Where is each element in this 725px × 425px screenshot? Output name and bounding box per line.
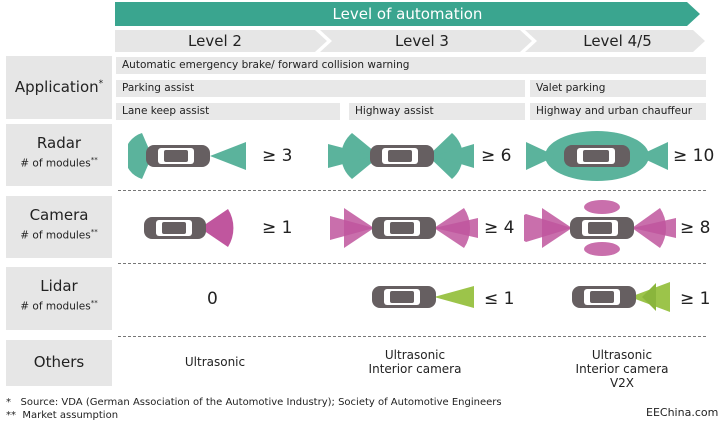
radar-front-long-beam bbox=[638, 142, 668, 170]
radar-front-beam bbox=[210, 142, 246, 170]
lidar-level3-count: ≤ 1 bbox=[484, 289, 515, 309]
radar-label-box: Radar # of modules** bbox=[6, 124, 112, 186]
others-label-box: Others bbox=[6, 340, 112, 386]
radar-level45-count: ≥ 10 bbox=[673, 146, 715, 166]
radar-rear-long-beam bbox=[526, 142, 556, 170]
radar-level45-graphic bbox=[526, 131, 668, 181]
lidar-level3-graphic bbox=[372, 286, 474, 308]
camera-level3-graphic bbox=[330, 208, 478, 248]
footnote-market: ** Market assumption bbox=[6, 410, 119, 421]
level-3-header: Level 3 bbox=[395, 32, 449, 50]
radar-label: Radar bbox=[36, 134, 82, 152]
radar-sub-label: # of modules** bbox=[6, 156, 112, 170]
app-bar-aeb: Automatic emergency brake/ forward colli… bbox=[116, 57, 706, 74]
camera-label: Camera bbox=[29, 206, 89, 224]
others-level2: Ultrasonic bbox=[184, 355, 246, 369]
radar-rear-left-beam bbox=[128, 133, 152, 179]
camera-level45-graphic bbox=[524, 200, 676, 256]
app-bar-highway-assist: Highway assist bbox=[349, 103, 525, 120]
radar-sub-text: # of modules bbox=[20, 157, 91, 170]
automation-banner: Level of automation bbox=[115, 2, 700, 26]
radar-level2-count: ≥ 3 bbox=[262, 146, 293, 166]
watermark: EEChina.com bbox=[646, 406, 719, 419]
application-label: Application* bbox=[6, 78, 112, 96]
row-divider bbox=[118, 190, 706, 191]
radar-rear-long-beam bbox=[328, 144, 374, 168]
banner-arrow bbox=[115, 2, 700, 26]
lidar-front-beam bbox=[434, 286, 474, 308]
camera-label-box: Camera # of modules** bbox=[6, 196, 112, 258]
camera-sub-label: # of modules** bbox=[6, 228, 112, 242]
lidar-level45-graphic bbox=[572, 282, 670, 312]
lidar-label: Lidar bbox=[40, 277, 78, 295]
camera-front-beam bbox=[200, 209, 234, 247]
banner-title: Level of automation bbox=[332, 5, 483, 23]
lidar-footnote-mark: ** bbox=[90, 299, 98, 307]
application-label-box: Application* bbox=[6, 56, 112, 119]
application-label-text: Application bbox=[14, 78, 99, 96]
app-bar-valet-parking: Valet parking bbox=[530, 80, 706, 97]
application-footnote-mark: * bbox=[98, 79, 104, 89]
radar-footnote-mark: ** bbox=[90, 156, 98, 164]
camera-level45-count: ≥ 8 bbox=[680, 218, 711, 238]
radar-level3-count: ≥ 6 bbox=[481, 146, 512, 166]
lidar-label-box: Lidar # of modules** bbox=[6, 267, 112, 330]
lidar-level45-count: ≥ 1 bbox=[680, 289, 711, 309]
app-bar-lane-keep: Lane keep assist bbox=[116, 103, 340, 120]
lidar-sub-text: # of modules bbox=[20, 300, 91, 313]
row-divider bbox=[118, 336, 706, 337]
app-bar-chauffeur: Highway and urban chauffeur bbox=[530, 103, 706, 120]
footnote-source: * Source: VDA (German Association of the… bbox=[6, 397, 502, 408]
camera-footnote-mark: ** bbox=[90, 228, 98, 236]
camera-sub-text: # of modules bbox=[20, 229, 91, 242]
camera-level3-count: ≥ 4 bbox=[484, 218, 515, 238]
row-divider bbox=[118, 263, 706, 264]
others-label: Others bbox=[33, 353, 85, 371]
camera-bottom-beam bbox=[584, 242, 620, 256]
level-45-header: Level 4/5 bbox=[583, 32, 652, 50]
radar-level3-graphic bbox=[328, 133, 474, 179]
lidar-level2-count: 0 bbox=[207, 289, 218, 309]
radar-front-long-beam bbox=[434, 144, 474, 168]
level-chevrons bbox=[115, 30, 705, 52]
app-bar-parking-assist: Parking assist bbox=[116, 80, 525, 97]
radar-level2-graphic bbox=[128, 133, 246, 179]
camera-level2-count: ≥ 1 bbox=[262, 218, 293, 238]
camera-top-beam bbox=[584, 200, 620, 214]
others-level45: Ultrasonic Interior camera V2X bbox=[575, 348, 669, 390]
level-2-header: Level 2 bbox=[188, 32, 242, 50]
camera-level2-graphic bbox=[144, 209, 234, 247]
others-level3: Ultrasonic Interior camera bbox=[368, 348, 462, 376]
lidar-sub-label: # of modules** bbox=[6, 299, 112, 313]
